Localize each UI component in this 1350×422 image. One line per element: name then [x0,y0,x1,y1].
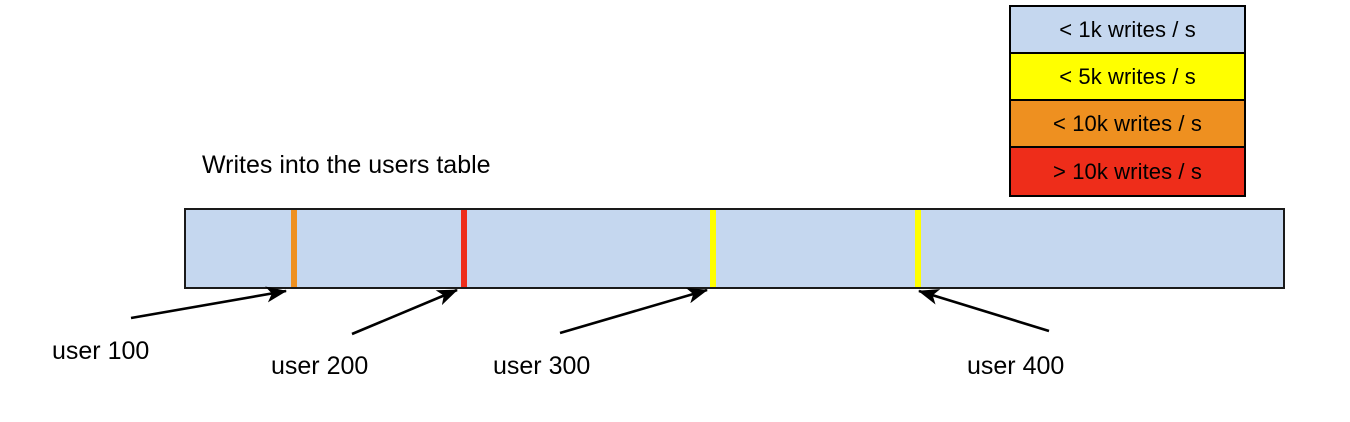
callout-label-user-200: user 200 [271,352,369,380]
stripe-user-100 [291,210,297,287]
arrow-user-200 [351,288,458,336]
arrow-user-100 [130,286,288,320]
legend-row-lt-1k: < 1k writes / s [1011,7,1244,54]
arrow-user-300 [559,287,708,335]
legend-row-gt-10k: > 10k writes / s [1011,148,1244,195]
stripe-user-400 [915,210,921,287]
legend: < 1k writes / s < 5k writes / s < 10k wr… [1009,5,1246,197]
legend-label-gt-10k: > 10k writes / s [1053,158,1202,184]
arrow-user-400 [918,289,1050,333]
legend-label-lt-10k: < 10k writes / s [1053,110,1202,136]
legend-row-lt-10k: < 10k writes / s [1011,101,1244,148]
legend-row-lt-5k: < 5k writes / s [1011,54,1244,101]
stripe-user-300 [710,210,716,287]
users-table-bar [184,208,1285,289]
callout-label-user-400: user 400 [967,352,1065,380]
legend-label-lt-5k: < 5k writes / s [1059,63,1196,89]
legend-label-lt-1k: < 1k writes / s [1059,16,1196,42]
chart-title: Writes into the users table [202,151,491,179]
callout-label-user-300: user 300 [493,352,591,380]
stripe-user-200 [461,210,467,287]
callout-label-user-100: user 100 [52,337,150,365]
